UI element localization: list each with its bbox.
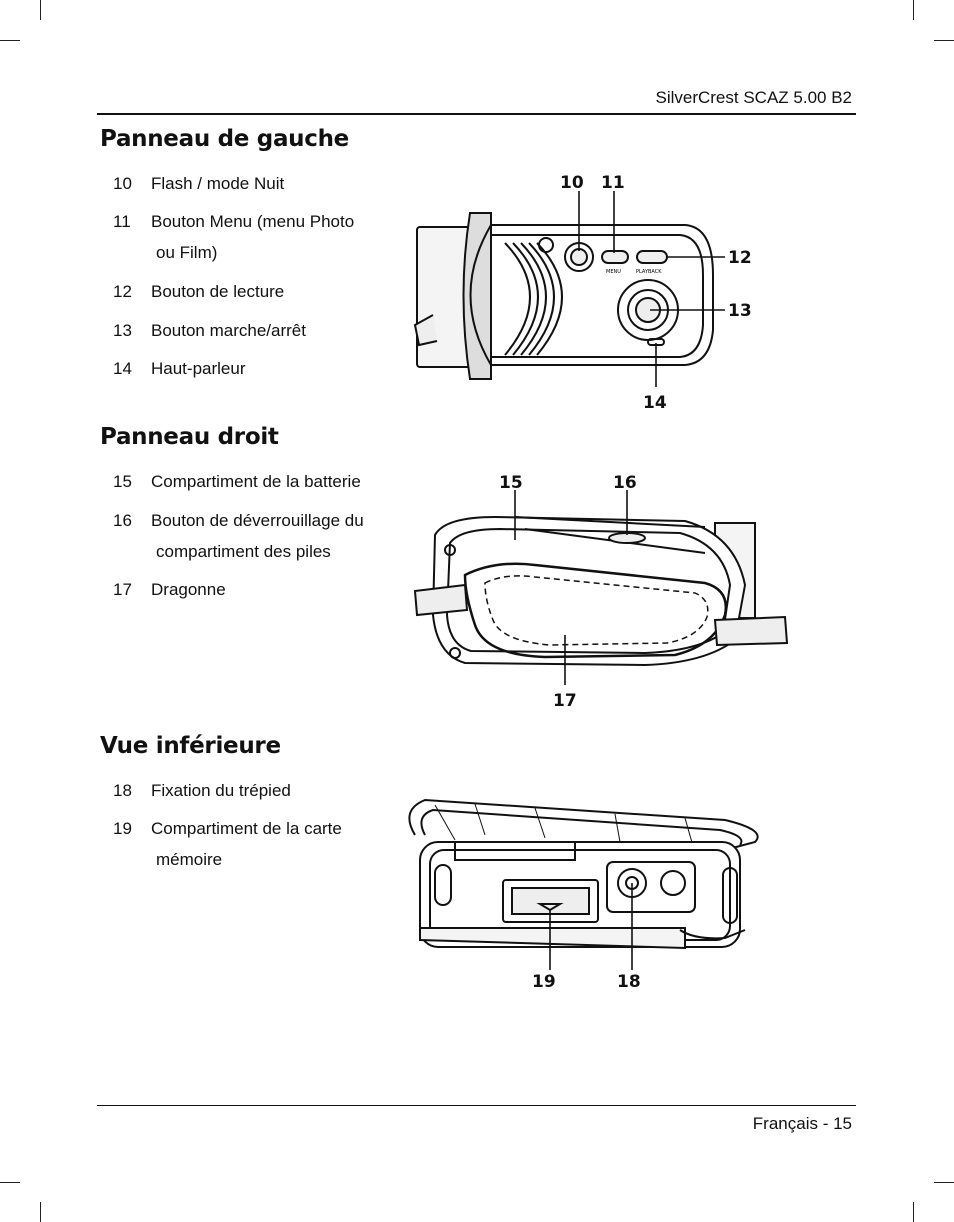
callout-14: 14: [643, 393, 667, 413]
callout-11: 11: [601, 173, 625, 193]
callout-19: 19: [532, 972, 556, 992]
camera-bottom-view-figure: 19 18: [408, 798, 759, 992]
crop-mark: [934, 1182, 954, 1183]
camera-right-panel-figure: 15 16 17: [413, 473, 789, 710]
crop-mark: [934, 40, 954, 41]
section-title-left-panel: Panneau de gauche: [100, 126, 349, 152]
callout-18: 18: [617, 972, 641, 992]
playback-button-label: PLAYBACK: [636, 269, 662, 275]
section-title-bottom-view: Vue inférieure: [100, 733, 281, 759]
page-header: SilverCrest SCAZ 5.00 B2: [97, 82, 856, 115]
crop-mark: [913, 1202, 914, 1222]
callout-16: 16: [613, 473, 637, 493]
page-footer: Français - 15: [97, 1105, 856, 1133]
callout-17: 17: [553, 691, 577, 710]
section-title-right-panel: Panneau droit: [100, 424, 279, 450]
callout-12: 12: [728, 248, 752, 268]
callout-10: 10: [560, 173, 584, 193]
header-title: SilverCrest SCAZ 5.00 B2: [655, 88, 852, 107]
callout-13: 13: [728, 301, 752, 321]
menu-button-label: MENU: [606, 269, 621, 275]
callout-15: 15: [499, 473, 523, 493]
crop-mark: [40, 1202, 41, 1222]
crop-mark: [0, 40, 20, 41]
crop-mark: [913, 0, 914, 20]
crop-mark: [40, 0, 41, 20]
page-number: Français - 15: [752, 1114, 852, 1133]
camera-left-panel-figure: 10 11 12 13 14 MENU PLAYBACK: [413, 173, 752, 413]
crop-mark: [0, 1182, 20, 1183]
